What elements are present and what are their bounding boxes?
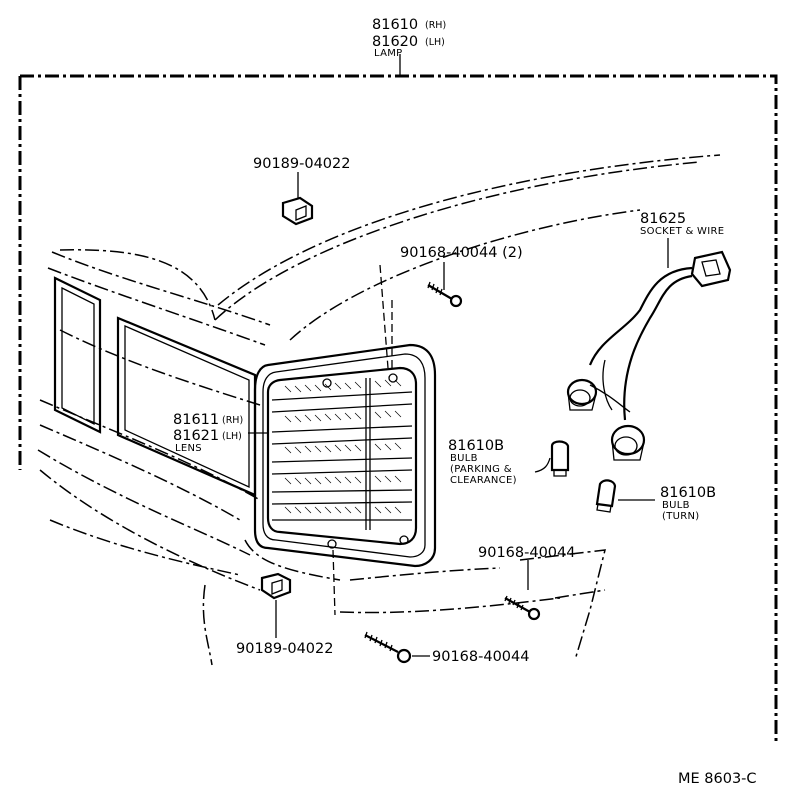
socket-name: SOCKET & WIRE	[640, 226, 724, 237]
lens-part-lh: 81621	[173, 428, 219, 444]
bulb-parking-line3: CLEARANCE)	[450, 475, 517, 486]
lens-screw-hole-bottom-left	[327, 539, 337, 549]
lamp-part-rh: 81610	[372, 17, 418, 33]
vehicle-body	[37, 154, 721, 666]
lamp-tag-rh: (RH)	[425, 20, 446, 31]
lens-name: LENS	[175, 443, 202, 454]
screw-top-part: 90168-40044 (2)	[400, 245, 523, 261]
lamp-label: 81610 (RH) 81620 (LH) LAMP	[372, 17, 446, 59]
bulb-parking: 81610B BULB (PARKING & CLEARANCE)	[448, 438, 570, 486]
bulb-parking-line2: (PARKING &	[450, 464, 512, 475]
lens-ribs	[271, 391, 413, 521]
screw-bottom: 90168-40044	[364, 631, 530, 665]
clip-top: 90189-04022	[253, 156, 351, 226]
lens-tag-rh: (RH)	[222, 415, 243, 426]
assembly-frame	[18, 54, 778, 745]
screw-mid: 90168-40044	[478, 545, 576, 621]
lens	[266, 366, 418, 549]
window-left	[53, 276, 102, 434]
socket-bulb-holder-1	[566, 378, 598, 411]
lens-screw-hole-top-left	[322, 378, 332, 388]
lens-texture	[284, 379, 402, 514]
lamp-tag-lh: (LH)	[425, 37, 445, 48]
bulb-parking-line1: BULB	[450, 453, 478, 464]
screw-bottom-part: 90168-40044	[432, 649, 530, 665]
clip-top-part: 90189-04022	[253, 156, 351, 172]
screw-top: 90168-40044 (2)	[379, 245, 523, 370]
clip-bottom: 90189-04022	[236, 549, 336, 657]
bulb-turn-part: 81610B	[660, 485, 716, 501]
socket-bulb-holder-2	[610, 424, 646, 461]
bulb-parking-part: 81610B	[448, 438, 504, 454]
lens-label: 81611 (RH) 81621 (LH) LENS	[173, 412, 268, 454]
drawing-code: ME 8603-C	[678, 771, 757, 787]
lamp-housing	[253, 343, 437, 568]
lamp-name: LAMP	[374, 48, 403, 59]
lens-part-rh: 81611	[173, 412, 219, 428]
lens-tag-lh: (LH)	[222, 431, 242, 442]
bulb-turn-line1: BULB	[662, 500, 690, 511]
socket-part: 81625	[640, 211, 686, 227]
bulb-turn: 81610B BULB (TURN)	[595, 479, 716, 522]
socket-wire: 81625 SOCKET & WIRE	[566, 211, 732, 461]
lens-screw-hole-bottom-right	[399, 535, 409, 545]
bulb-turn-line2: (TURN)	[662, 511, 699, 522]
lamp-part-lh: 81620	[372, 34, 418, 50]
lens-screw-hole-top-right	[388, 373, 398, 383]
clip-bottom-part: 90189-04022	[236, 641, 334, 657]
screw-mid-part: 90168-40044	[478, 545, 576, 561]
